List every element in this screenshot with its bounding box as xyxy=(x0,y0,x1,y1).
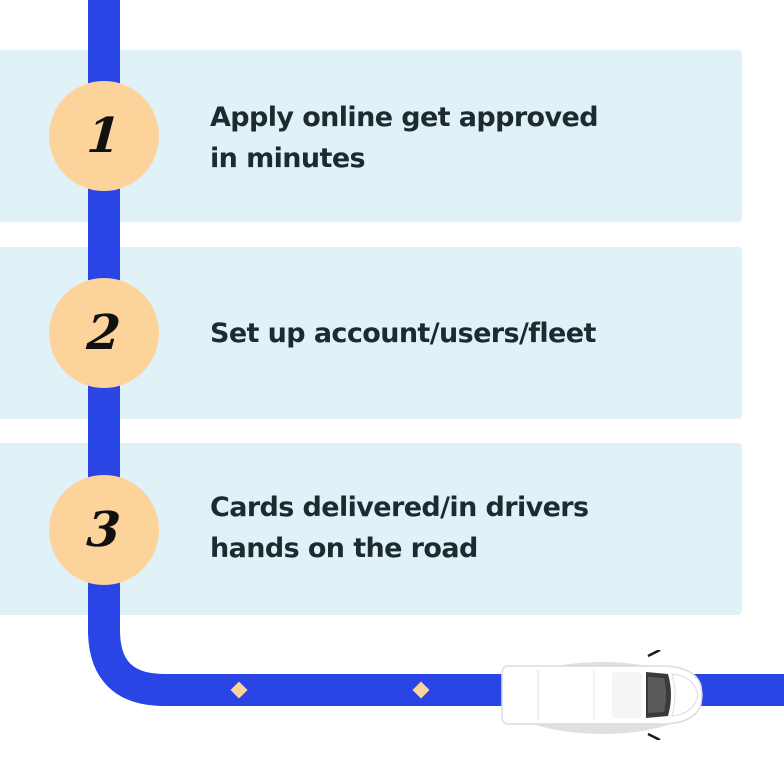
road-line xyxy=(88,0,784,706)
step-number-badge-3: 3 xyxy=(49,475,159,585)
step-number-1: 1 xyxy=(85,108,123,164)
diamond-marker-icon xyxy=(230,681,248,699)
diamond-marker-icon xyxy=(412,681,430,699)
step-number-2: 2 xyxy=(85,305,123,361)
van-icon xyxy=(498,648,708,742)
step-number-3: 3 xyxy=(85,502,123,558)
step-text-1: Apply online get approved in minutes xyxy=(210,102,599,174)
step-text-2: Set up account/users/fleet xyxy=(210,318,596,349)
step-text-3: Cards delivered/in drivers hands on the … xyxy=(210,492,589,564)
step-number-badge-2: 2 xyxy=(49,278,159,388)
step-number-badge-1: 1 xyxy=(49,81,159,191)
